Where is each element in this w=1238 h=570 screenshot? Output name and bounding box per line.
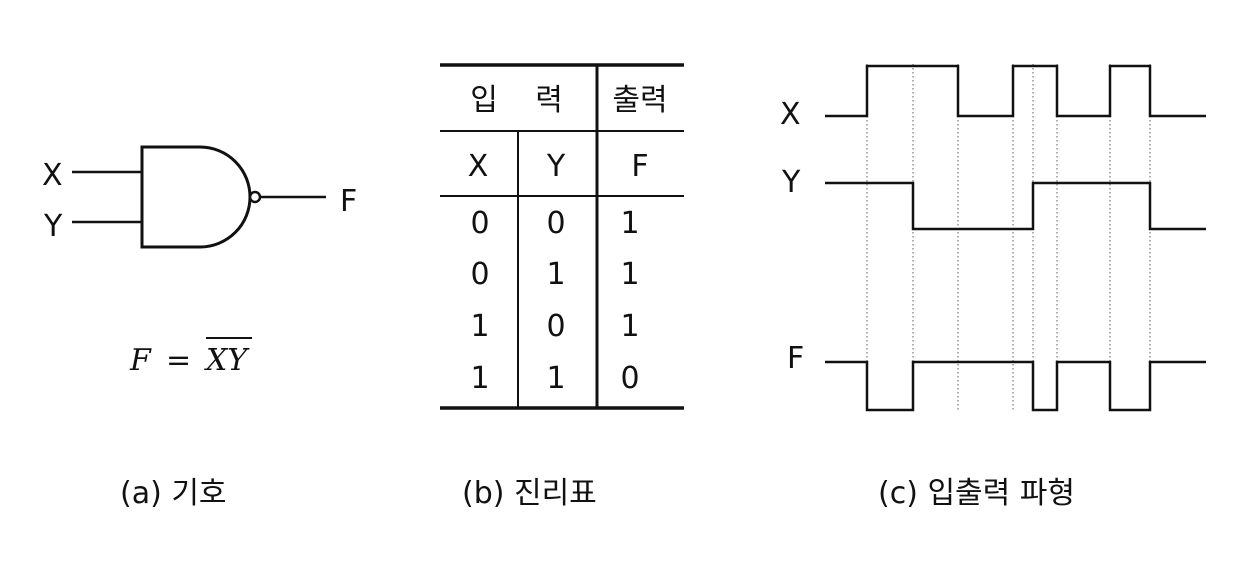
cell-x: 0 (470, 257, 489, 292)
caption-symbol: (a) 기호 (120, 476, 227, 511)
wave-label-x: X (780, 97, 801, 132)
equation-rhs: XY (204, 343, 250, 378)
table-row: 1 0 1 (470, 309, 639, 344)
nand-gate-body (140, 145, 252, 249)
cell-f: 1 (620, 257, 639, 292)
nand-symbol: X Y F F = XY (a) 기호 (42, 145, 357, 511)
header-output: 출력 (612, 83, 667, 118)
cell-f: 1 (620, 206, 639, 241)
header-input-2: 력 (535, 83, 563, 118)
input-y-label: Y (43, 209, 63, 244)
truth-table: 입 력 출력 X Y F 0 0 1 0 1 1 1 0 1 1 1 0 (b)… (440, 63, 684, 511)
caption-waveforms: (c) 입출력 파형 (878, 476, 1075, 511)
equation-operator: = (166, 343, 191, 378)
waveform-f (825, 360, 1206, 412)
cell-f: 0 (620, 361, 639, 396)
cell-y: 0 (546, 206, 565, 241)
waveform-y (825, 181, 1206, 231)
table-row: 0 0 1 (470, 206, 639, 241)
equation-lhs: F (129, 343, 152, 378)
waveforms: X Y F (c) 입출력 파형 (780, 64, 1206, 511)
inversion-bubble (248, 190, 262, 204)
boolean-equation: F = XY (129, 337, 252, 378)
table-row: 0 1 1 (470, 257, 639, 292)
cell-f: 1 (620, 309, 639, 344)
cell-x: 1 (470, 361, 489, 396)
header-input-1: 입 (470, 83, 498, 118)
column-header-f: F (631, 149, 648, 184)
output-f-label: F (340, 184, 357, 219)
column-header-y: Y (546, 149, 566, 184)
cell-y: 1 (546, 361, 565, 396)
input-x-label: X (42, 158, 63, 193)
cell-x: 0 (470, 206, 489, 241)
waveform-x (825, 64, 1206, 118)
cell-y: 1 (546, 257, 565, 292)
caption-truth-table: (b) 진리표 (462, 476, 597, 511)
cell-y: 0 (546, 309, 565, 344)
table-row: 1 1 0 (470, 361, 639, 396)
cell-x: 1 (470, 309, 489, 344)
wave-label-y: Y (781, 165, 801, 200)
wave-label-f: F (787, 341, 804, 376)
column-header-x: X (468, 149, 489, 184)
